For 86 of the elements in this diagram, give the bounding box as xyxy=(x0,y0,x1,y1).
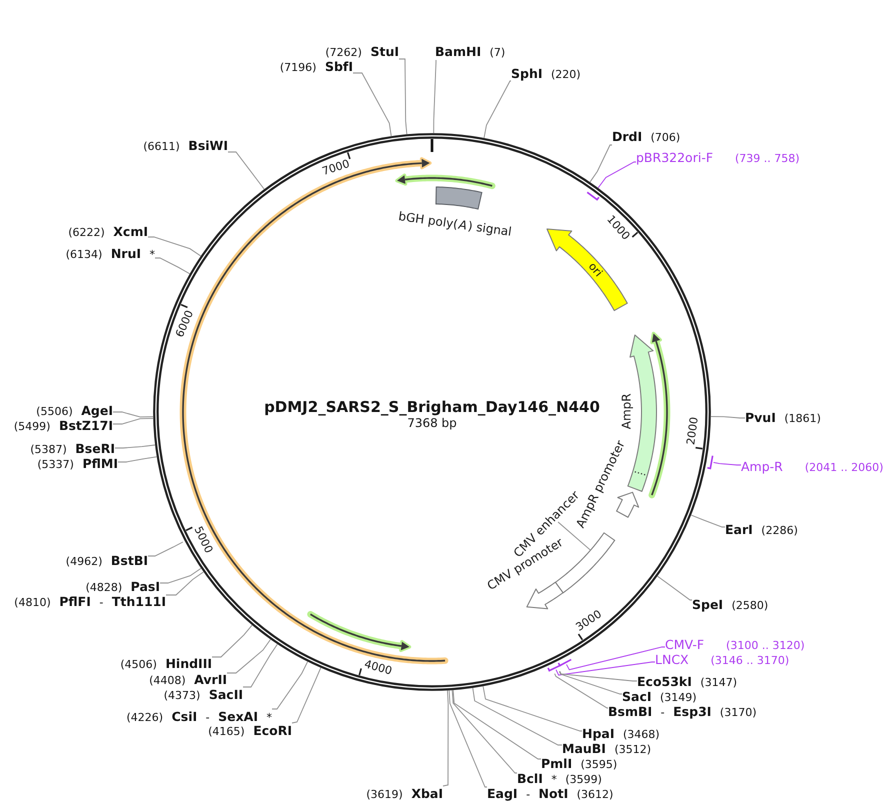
leader-line xyxy=(566,646,666,670)
primer-label: Amp-R xyxy=(741,459,783,474)
primer-label: LNCX xyxy=(655,652,689,667)
scale-label: 7000 xyxy=(320,158,352,178)
leader-line xyxy=(657,576,692,600)
leader-line xyxy=(114,444,156,448)
leader-line xyxy=(154,258,190,274)
leader-line xyxy=(166,572,204,596)
restriction-site-label: DrdI (706) xyxy=(612,129,680,145)
restriction-site-label: (6611) BsiWI xyxy=(143,138,228,154)
primer-label: CMV-F xyxy=(665,637,704,652)
leader-line xyxy=(148,236,202,256)
restriction-site-label: (4810) PflFI - Tth111I xyxy=(14,594,166,610)
primer-label: pBR322ori-F xyxy=(636,150,714,165)
restriction-site-label: BamHI (7) xyxy=(435,44,506,60)
restriction-site-label: (5387) BseRI xyxy=(30,441,115,457)
leader-line xyxy=(228,152,265,190)
primer-position-label: (3146 .. 3170) xyxy=(710,653,790,668)
restriction-site-label: (4408) AvrII xyxy=(149,672,227,688)
leader-line xyxy=(352,72,392,136)
feature-label: ori xyxy=(586,260,604,279)
primer-position-label: (739 .. 758) xyxy=(735,151,800,166)
leader-line xyxy=(472,688,562,746)
restriction-site-label: (6222) XcmI xyxy=(68,224,148,240)
leader-line xyxy=(713,462,742,466)
scale-label: 5000 xyxy=(192,524,215,556)
leader-line xyxy=(559,670,638,682)
leader-line xyxy=(212,624,252,658)
leader-line xyxy=(452,690,518,774)
leader-line xyxy=(442,690,449,786)
restriction-site-label: (4373) SacII xyxy=(164,687,243,703)
scale-label: 6000 xyxy=(174,308,196,340)
restriction-site-label: (7262) StuI xyxy=(325,44,399,60)
leader-line xyxy=(398,58,408,135)
scale-label: 2000 xyxy=(685,416,702,446)
leader-line xyxy=(554,673,608,708)
leader-line xyxy=(590,144,612,182)
restriction-site-label: EagI - NotI (3612) xyxy=(487,786,614,802)
restriction-site-label: (5337) PflMI xyxy=(37,456,118,472)
restriction-site-label: (4828) PasI xyxy=(86,579,160,595)
restriction-site-label: BclI* (3599) xyxy=(517,771,602,787)
primer-position-label: (3100 .. 3120) xyxy=(726,638,805,653)
restriction-site-label: MauBI (3512) xyxy=(562,741,652,757)
leader-line xyxy=(482,686,582,732)
leader-line xyxy=(598,162,636,188)
leader-line xyxy=(112,412,154,418)
restriction-site-label: SpeI (2580) xyxy=(692,597,768,613)
leader-line xyxy=(160,568,202,584)
restriction-site-label: (5506) AgeI xyxy=(36,403,113,419)
restriction-site-label: (5499) BstZ17I xyxy=(14,418,113,434)
leader-line xyxy=(118,456,158,462)
restriction-site-label: (4962) BstBI xyxy=(66,553,148,569)
restriction-site-label: PvuI (1861) xyxy=(745,410,821,426)
leader-line xyxy=(242,644,278,688)
plasmid-name-title: pDMJ2_SARS2_S_Brigham_Day146_N440 xyxy=(264,398,600,416)
restriction-site-label: Eco53kI (3147) xyxy=(637,674,737,690)
leader-line xyxy=(226,639,271,674)
leader-line xyxy=(710,416,746,418)
restriction-site-label: HpaI (3468) xyxy=(582,726,660,742)
leader-line xyxy=(690,514,726,528)
leader-line xyxy=(112,418,154,424)
restriction-site-label: (3619) XbaI xyxy=(366,786,443,802)
scale-label: 4000 xyxy=(362,658,393,678)
leader-line xyxy=(148,542,184,556)
restriction-site-label: (4506) HindIII xyxy=(120,656,212,672)
leader-line xyxy=(292,667,322,724)
leader-line xyxy=(272,661,308,710)
plasmid-size-label: 7368 bp xyxy=(407,416,457,430)
restriction-site-label: SacI (3149) xyxy=(622,689,697,705)
restriction-site-label: PmlI (3595) xyxy=(541,756,618,772)
leader-line xyxy=(433,60,436,134)
leader-line xyxy=(448,690,488,788)
feature-label: AmpR xyxy=(620,394,634,430)
restriction-site-label: (4226) CsiI - SexAI* xyxy=(126,709,272,725)
leader-line xyxy=(556,662,656,676)
restriction-site-label: (4165) EcoRI xyxy=(208,723,292,739)
restriction-site-label: (7196) SbfI xyxy=(280,59,353,75)
restriction-site-label: BsmBI - Esp3I (3170) xyxy=(608,704,756,720)
restriction-site-label: SphI (220) xyxy=(511,66,581,82)
leader-line xyxy=(484,80,512,138)
feature-label: bGH poly(A) signal xyxy=(398,210,512,239)
restriction-site-label: (6134) NruI* xyxy=(66,246,155,262)
primer-position-label: (2041 .. 2060) xyxy=(804,460,884,475)
leader-line xyxy=(558,671,622,694)
restriction-site-label: EarI (2286) xyxy=(725,522,798,538)
leader-line xyxy=(452,690,542,760)
